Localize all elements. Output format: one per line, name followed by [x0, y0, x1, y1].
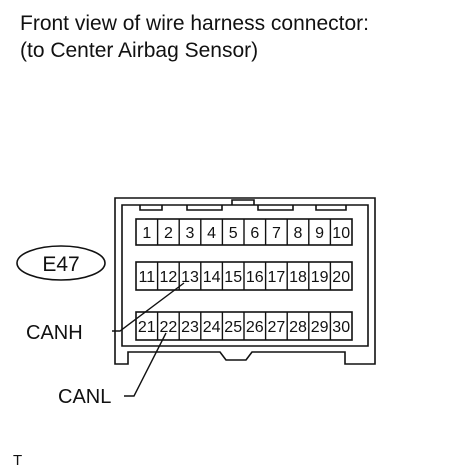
pin-1: 1	[142, 225, 151, 242]
connector-code: E47	[42, 253, 79, 276]
footer-mark: T	[13, 452, 23, 469]
pin-2: 2	[164, 225, 173, 242]
pin-8: 8	[294, 225, 303, 242]
pin-27: 27	[268, 319, 286, 336]
pin-dividers	[156, 219, 332, 340]
pin-26: 26	[246, 319, 264, 336]
connector-code-outline	[16, 245, 106, 281]
pin-14: 14	[203, 269, 221, 286]
pin-3: 3	[186, 225, 195, 242]
pin-24: 24	[203, 319, 221, 336]
pin-9: 9	[315, 225, 324, 242]
pin-21: 21	[138, 319, 156, 336]
latch-tab-2	[186, 205, 223, 211]
canl-leader-line	[124, 332, 167, 397]
key-slot	[231, 199, 255, 205]
pin-13: 13	[181, 269, 199, 286]
pin-22: 22	[160, 319, 178, 336]
title-line-1: Front view of wire harness connector:	[20, 12, 369, 35]
connector-housing	[114, 197, 376, 365]
diagram-title: Front view of wire harness connector: (t…	[20, 10, 369, 64]
pin-7: 7	[272, 225, 281, 242]
canh-label: CANH	[26, 322, 83, 344]
pin-16: 16	[246, 269, 264, 286]
pin-5: 5	[229, 225, 238, 242]
pin-12: 12	[160, 269, 178, 286]
pin-6: 6	[250, 225, 259, 242]
latch-tab-4	[315, 205, 347, 211]
pin-17: 17	[268, 269, 286, 286]
pin-18: 18	[289, 269, 307, 286]
pin-23: 23	[181, 319, 199, 336]
pin-10: 10	[332, 225, 350, 242]
latch-tab-1	[139, 205, 163, 211]
canh-leader-line	[112, 282, 185, 332]
pin-19: 19	[311, 269, 329, 286]
pin-20: 20	[332, 269, 350, 286]
pin-25: 25	[224, 319, 242, 336]
latch-tab-3	[257, 205, 294, 211]
canl-label: CANL	[58, 386, 111, 408]
pin-11: 11	[138, 269, 155, 286]
pin-28: 28	[289, 319, 307, 336]
connector-inner-frame	[121, 204, 369, 347]
pin-15: 15	[224, 269, 242, 286]
title-line-2: (to Center Airbag Sensor)	[20, 39, 259, 62]
pin-29: 29	[311, 319, 329, 336]
pin-30: 30	[332, 319, 350, 336]
pin-4: 4	[207, 225, 216, 242]
